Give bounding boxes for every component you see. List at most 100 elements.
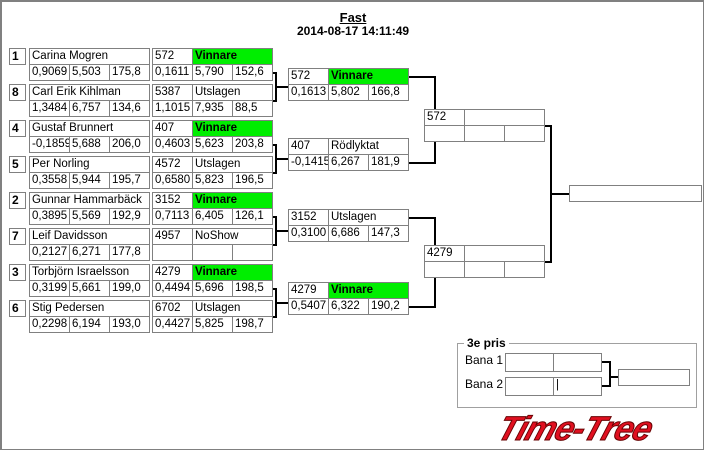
- round3-result-value[interactable]: [424, 125, 465, 142]
- round2-result-status[interactable]: Vinnare: [328, 68, 409, 85]
- round1-result-value[interactable]: 126,1: [232, 208, 273, 225]
- round2-result-value[interactable]: -0,1415: [288, 154, 329, 171]
- round2-result-status[interactable]: Utslagen: [328, 209, 409, 226]
- round1-result-id[interactable]: 3152: [152, 192, 193, 209]
- round3-result-value[interactable]: [464, 261, 505, 278]
- player-name[interactable]: Gunnar Hammarbäck: [29, 192, 150, 209]
- player-name[interactable]: Gustaf Brunnert: [29, 120, 150, 137]
- lane1-cell-a[interactable]: [505, 353, 554, 372]
- round1-result-value[interactable]: [152, 244, 193, 261]
- round1-result-status[interactable]: Utslagen: [192, 84, 273, 101]
- round1-result-id[interactable]: 407: [152, 120, 193, 137]
- player-value[interactable]: 0,3895: [29, 208, 70, 225]
- round1-result-value[interactable]: 7,935: [192, 100, 233, 117]
- player-name[interactable]: Per Norling: [29, 156, 150, 173]
- round2-result-value[interactable]: 6,686: [328, 225, 369, 242]
- round1-result-status[interactable]: Vinnare: [192, 264, 273, 281]
- round1-result-id[interactable]: 572: [152, 48, 193, 65]
- lane2-cell-a[interactable]: [505, 377, 554, 396]
- round2-result-id[interactable]: 407: [288, 138, 329, 155]
- round3-result-value[interactable]: [424, 261, 465, 278]
- round2-result-status[interactable]: Vinnare: [328, 282, 409, 299]
- player-name[interactable]: Stig Pedersen: [29, 300, 150, 317]
- player-value[interactable]: 5,688: [69, 136, 110, 153]
- round1-result-value[interactable]: 0,6580: [152, 172, 193, 189]
- round3-result-status[interactable]: [464, 109, 545, 126]
- round1-result-value[interactable]: 198,5: [232, 280, 273, 297]
- player-value[interactable]: 134,6: [109, 100, 150, 117]
- player-value[interactable]: 6,271: [69, 244, 110, 261]
- round1-result-value[interactable]: 203,8: [232, 136, 273, 153]
- round1-result-value[interactable]: 88,5: [232, 100, 273, 117]
- round1-result-status[interactable]: Vinnare: [192, 120, 273, 137]
- player-value[interactable]: 175,8: [109, 64, 150, 81]
- round1-result-status[interactable]: NoShow: [192, 228, 273, 245]
- player-value[interactable]: 5,503: [69, 64, 110, 81]
- round1-result-value[interactable]: 1,1015: [152, 100, 193, 117]
- round2-result-value[interactable]: 0,5407: [288, 298, 329, 315]
- final-result[interactable]: [569, 185, 702, 202]
- round2-result-id[interactable]: 3152: [288, 209, 329, 226]
- round1-result-value[interactable]: 196,5: [232, 172, 273, 189]
- player-value[interactable]: 199,0: [109, 280, 150, 297]
- player-value[interactable]: 1,3484: [29, 100, 70, 117]
- round1-result-value[interactable]: 6,405: [192, 208, 233, 225]
- lane1-cell-b[interactable]: [553, 353, 602, 372]
- round1-result-value[interactable]: 198,7: [232, 316, 273, 333]
- round1-result-value[interactable]: 0,4494: [152, 280, 193, 297]
- round2-result-status[interactable]: Rödlyktat: [328, 138, 409, 155]
- round3-result-value[interactable]: [504, 125, 545, 142]
- round2-result-value[interactable]: 0,3100: [288, 225, 329, 242]
- round2-result-value[interactable]: 5,802: [328, 84, 369, 101]
- round1-result-value[interactable]: 152,6: [232, 64, 273, 81]
- round1-result-value[interactable]: 5,623: [192, 136, 233, 153]
- round1-result-status[interactable]: Vinnare: [192, 192, 273, 209]
- third-place-result[interactable]: [618, 369, 690, 386]
- player-name[interactable]: Torbjörn Israelsson: [29, 264, 150, 281]
- player-name[interactable]: Carl Erik Kihlman: [29, 84, 150, 101]
- round1-result-status[interactable]: Utslagen: [192, 300, 273, 317]
- player-value[interactable]: 193,0: [109, 316, 150, 333]
- round2-result-value[interactable]: 166,8: [368, 84, 409, 101]
- round1-result-value[interactable]: 5,790: [192, 64, 233, 81]
- round3-result-value[interactable]: [504, 261, 545, 278]
- round2-result-value[interactable]: 0,1613: [288, 84, 329, 101]
- round1-result-id[interactable]: 5387: [152, 84, 193, 101]
- round3-result-id[interactable]: 572: [424, 109, 465, 126]
- round3-result-value[interactable]: [464, 125, 505, 142]
- round1-result-value[interactable]: 0,7113: [152, 208, 193, 225]
- round1-result-id[interactable]: 4279: [152, 264, 193, 281]
- player-name[interactable]: Carina Mogren: [29, 48, 150, 65]
- round1-result-id[interactable]: 6702: [152, 300, 193, 317]
- round1-result-value[interactable]: [232, 244, 273, 261]
- round1-result-value[interactable]: 0,1611: [152, 64, 193, 81]
- round3-result-status[interactable]: [464, 245, 545, 262]
- player-value[interactable]: 5,944: [69, 172, 110, 189]
- round1-result-status[interactable]: Vinnare: [192, 48, 273, 65]
- player-value[interactable]: 5,569: [69, 208, 110, 225]
- player-value[interactable]: 0,3558: [29, 172, 70, 189]
- player-value[interactable]: 0,9069: [29, 64, 70, 81]
- round2-result-value[interactable]: 6,322: [328, 298, 369, 315]
- player-value[interactable]: 6,194: [69, 316, 110, 333]
- player-value[interactable]: 206,0: [109, 136, 150, 153]
- player-value[interactable]: -0,1859: [29, 136, 70, 153]
- round1-result-value[interactable]: 0,4603: [152, 136, 193, 153]
- lane2-cell-b[interactable]: |: [553, 377, 602, 396]
- round1-result-value[interactable]: 5,823: [192, 172, 233, 189]
- round2-result-value[interactable]: 190,2: [368, 298, 409, 315]
- round3-result-id[interactable]: 4279: [424, 245, 465, 262]
- round1-result-value[interactable]: 5,696: [192, 280, 233, 297]
- player-name[interactable]: Leif Davidsson: [29, 228, 150, 245]
- round1-result-value[interactable]: 0,4427: [152, 316, 193, 333]
- player-value[interactable]: 0,3199: [29, 280, 70, 297]
- player-value[interactable]: 192,9: [109, 208, 150, 225]
- player-value[interactable]: 177,8: [109, 244, 150, 261]
- player-value[interactable]: 5,661: [69, 280, 110, 297]
- round2-result-value[interactable]: 147,3: [368, 225, 409, 242]
- player-value[interactable]: 0,2298: [29, 316, 70, 333]
- round2-result-value[interactable]: 6,267: [328, 154, 369, 171]
- round1-result-value[interactable]: [192, 244, 233, 261]
- round2-result-id[interactable]: 4279: [288, 282, 329, 299]
- round1-result-id[interactable]: 4957: [152, 228, 193, 245]
